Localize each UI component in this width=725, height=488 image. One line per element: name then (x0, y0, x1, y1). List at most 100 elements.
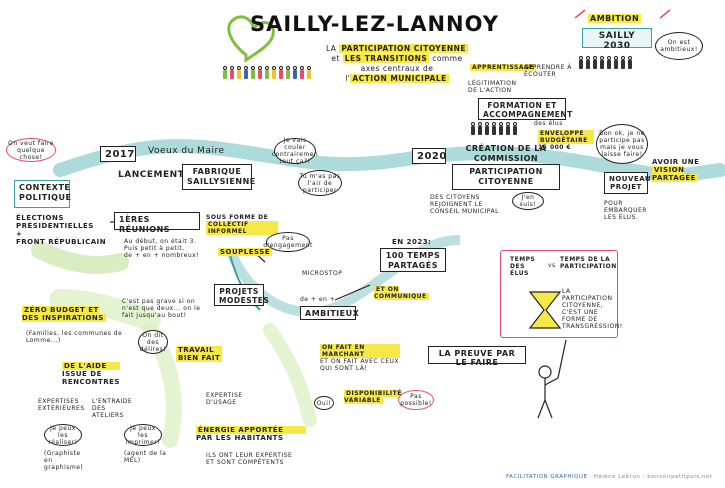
heart-icon (227, 15, 275, 63)
en-2023-label: en 2023: (392, 238, 432, 246)
debut-line3: de + en + nombreux! (124, 252, 200, 259)
fabrique-saillysienne-text: FABRIQUE SAILLYSIENNE (187, 167, 256, 186)
forme-line2: COLLECTIF INFORMEL (206, 221, 278, 235)
ambition-bubble: On est ambitieux! (655, 32, 703, 60)
enveloppe-montant: 15 000 € (538, 144, 572, 151)
bubble-couler: Je vais couler contrairemen tout ça?! (272, 137, 318, 165)
footer-credit: FACILITATION GRAPHIQUE Hélène Lebrun - b… (506, 474, 712, 480)
formation-box: FORMATION ET ACCOMPAGNEMENT (478, 98, 572, 120)
subtitle-l: l' (345, 74, 351, 83)
creation-line2: COMMISSION (473, 154, 539, 163)
hourglass-icon (528, 291, 562, 329)
expertise-usage: EXPERTISE D'USAGE (206, 392, 243, 406)
enveloppe-text: ENVELOPPE BUDGÉTAIRE (538, 130, 594, 144)
year-2017-text: 2017 (105, 149, 135, 160)
vision-text: VISION PARTAGÉE (652, 166, 698, 182)
reunions-text: 1ères RÉUNIONS (119, 215, 171, 234)
temps-partages-box: 100 TEMPS PARTAGÉS (380, 248, 446, 272)
contexte-politique-text: CONTEXTE POLITIQUE (19, 183, 72, 202)
footer-credit-text: FACILITATION GRAPHIQUE (506, 474, 588, 480)
creation-line3-box: PARTICIPATION CITOYENNE (452, 164, 560, 190)
travail-bien-fait: TRAVAIL BIEN FAIT (176, 346, 223, 362)
enveloppe-block: ENVELOPPE BUDGÉTAIRE 15 000 € (538, 130, 594, 151)
subtitle-word-comme: comme (432, 54, 463, 63)
aide-line3: RENCONTRES (62, 378, 120, 386)
embarquer-elus: POUR EMBARQUER LES ÉLUS. (604, 200, 647, 221)
aide-line1: DE L'AIDE (62, 362, 120, 370)
bubble-je-peux-realiser-text: Je peux les réaliser! (48, 424, 78, 446)
pas-grave-text: C'est pas grave si on n'est que deux... … (122, 298, 201, 319)
debut-block: Au début, on était 3. Puis petit à petit… (124, 238, 208, 259)
subtitle-transitions: LES TRANSITIONS (342, 54, 430, 63)
souplesse-label: SOUPLESSE (218, 248, 273, 256)
subtitle-participation: PARTICIPATION CITOYENNE (339, 44, 469, 53)
ambition-box-text: SAILLY 2030 (598, 31, 636, 51)
nouveau-projet-box: NOUVEAU PROJET (604, 172, 652, 194)
en-marchant-line1: ON FAIT EN MARCHANT (320, 344, 400, 358)
elections-line3: + (16, 230, 23, 238)
bubble-jen-suis-text: J'en suis! (519, 194, 537, 208)
apprentissage-text: APPRENTISSAGE (470, 64, 537, 71)
temps-box (500, 250, 618, 338)
bubble-pas-possible-text: Pas possible! (400, 393, 432, 407)
bubble-bon-ok: Bon ok, je ne participe pas mais je vous… (596, 124, 648, 164)
preuve-box: LA PREUVE PAR LE FAIRE (428, 346, 526, 367)
bubble-participer: Tu m'as pas l'air de participer (298, 170, 342, 196)
en-marchant-block: ON FAIT EN MARCHANT ET ON FAIT AVEC CEUX… (320, 344, 400, 372)
subtitle-axes: axes centraux de (360, 64, 434, 73)
collectif-informel: SOUS FORME DE COLLECTIF INFORMEL (206, 214, 278, 235)
aide-block: DE L'AIDE ISSUE DE RENCONTRES (62, 362, 120, 386)
bubble-pas-possible: Pas possible! (398, 390, 434, 410)
energie-line1: ÉNERGIE APPORTÉE (196, 426, 306, 434)
ambitieux-text: AMBITIEUX (305, 309, 360, 318)
bubble-je-peux-imprimer-text: Je peux les imprimer! (125, 424, 161, 446)
contexte-politique-box: CONTEXTE POLITIQUE (14, 180, 72, 208)
temps-partages-line1: 100 TEMPS (385, 251, 441, 260)
formation-text: FORMATION ET ACCOMPAGNEMENT (483, 101, 573, 119)
subtitle-word-et: et (331, 54, 340, 63)
ambition-box: SAILLY 2030 (582, 28, 652, 51)
avoir-une: AVOIR UNE (652, 158, 700, 166)
energie-line2: PAR LES HABITANTS (196, 434, 284, 442)
vision-partagee: AVOIR UNE VISION PARTAGÉE (652, 158, 718, 182)
temps-elus: TEMPS des ÉLUS (510, 256, 536, 277)
aide-line2: ISSUE DE (62, 370, 102, 378)
ambition-label-text: AMBITION (588, 14, 642, 23)
agent-mel-text: (agent de la MEL) (124, 450, 167, 464)
apprentissage-label: APPRENTISSAGE (470, 64, 537, 71)
footer-author: Hélène Lebrun - bonsoirpetitpois.net (593, 474, 713, 480)
front-republicain: FRONT RÉPUBLICAIN (16, 238, 107, 246)
legitimation-label: LÉGITIMATION DE L'ACTION (468, 80, 517, 94)
temps-desc: LA PARTICIPATION CITOYENNE, C'EST UNE FO… (562, 288, 623, 330)
fabrique-saillysienne-box: FABRIQUE SAILLYSIENNE (182, 164, 255, 190)
bubble-on-dit: On dit des délires! (138, 330, 168, 354)
creation-line1: CRÉATION de la (465, 144, 547, 153)
des-elus: des élus (534, 120, 563, 127)
header-subtitle: LA PARTICIPATION CITOYENNE et LES TRANSI… (322, 44, 472, 84)
preuve-text: LA PREUVE PAR LE FAIRE (438, 349, 516, 367)
crowd-illustration (222, 66, 312, 80)
temps-vs: vs (548, 262, 556, 269)
energie-block: ÉNERGIE APPORTÉE PAR LES HABITANTS (196, 426, 306, 442)
souplesse-text: SOUPLESSE (218, 248, 273, 256)
lancement-label: LANCEMENT de la (118, 170, 220, 180)
subtitle-action-municipale: ACTION MUNICIPALE (350, 74, 449, 83)
bubble-on-veut-faire-text: On veut faire quelque chose! (8, 139, 54, 161)
bubble-oui-text: Oui! (316, 399, 332, 407)
year-2020-text: 2020 (417, 151, 447, 162)
nouveau-projet-text: NOUVEAU PROJET (609, 175, 652, 191)
creation-line3: PARTICIPATION CITOYENNE (469, 167, 543, 186)
de-plus-en-plus: de + en + (300, 296, 336, 303)
forme-line1: SOUS FORME DE (206, 214, 269, 221)
bubble-jen-suis: J'en suis! (512, 192, 544, 210)
expertise-text: ILS ONT LEUR EXPERTISE ET SONT COMPÉTENT… (206, 452, 293, 466)
bubble-on-veut-faire: On veut faire quelque chose! (6, 138, 56, 162)
zero-budget-text: ZÉRO BUDGET ET DES INSPIRATIONS (22, 306, 106, 322)
page-title: SAILLY-LEZ-LANNOY (250, 12, 499, 36)
elections-line2: PRÉSIDENTIELLES (16, 222, 94, 230)
microstop-label: MICROSTOP (302, 270, 343, 277)
en-marchant-line2: ET ON FAIT AVEC CEUX QUI SONT LÀ! (320, 358, 400, 372)
reunions-box: 1ères RÉUNIONS (114, 212, 200, 234)
year-2017-label: 2017 (100, 146, 136, 162)
bubble-je-peux-imprimer: Je peux les imprimer! (124, 424, 162, 446)
